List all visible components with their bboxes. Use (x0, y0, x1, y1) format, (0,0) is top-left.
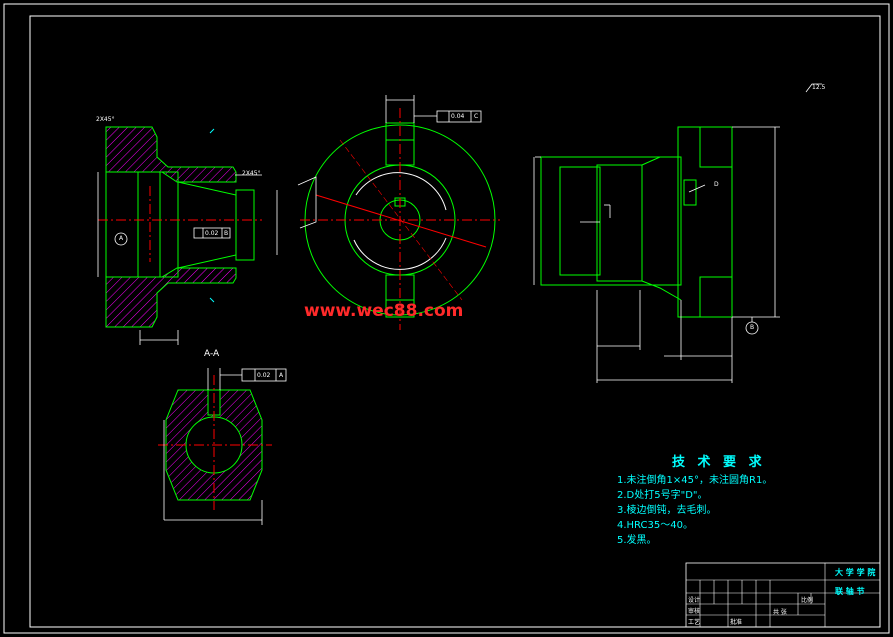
hub-body (105, 171, 179, 278)
title-block (685, 562, 881, 628)
school-name: 大 学 学 院 (835, 568, 876, 577)
roughness-symbol (805, 83, 822, 93)
outer-border (3, 3, 890, 634)
top-flange-hatch (105, 126, 237, 183)
tech-req-1: 1.未注倒角1×45°，未注圆角R1。 (617, 475, 773, 486)
tol-left-value: 0.02 (205, 230, 219, 237)
end-diag-center (315, 194, 487, 248)
tol-left-datum: B (224, 230, 229, 237)
section-aa-label: A-A (204, 349, 220, 359)
side-left-block (540, 156, 682, 286)
side-view (533, 126, 780, 383)
right-shoulder (235, 189, 255, 261)
approve-label: 批准 (730, 619, 743, 626)
chamfer-right-label: 2X45° (242, 170, 261, 177)
tol-section-datum: A (279, 372, 284, 379)
tol-top-datum: C (474, 113, 479, 120)
tech-req-5: 5.发黑。 (617, 535, 657, 546)
part-name: 联 轴 节 (835, 587, 865, 596)
chamfer-top-label: 2X45° (96, 116, 115, 123)
datum-b-label: B (750, 324, 755, 331)
datum-a-label: A (119, 235, 124, 242)
bottom-flange-hatch (105, 267, 237, 328)
tech-req-3: 3.棱边倒钝，去毛刺。 (617, 505, 717, 516)
tech-req-4: 4.HRC35～40。 (617, 520, 693, 531)
arc-groove (355, 172, 447, 211)
tech-requirements-title: 技 术 要 求 (672, 455, 766, 470)
process-label: 工艺 (688, 619, 701, 626)
side-middle (596, 164, 643, 282)
tol-frame-left (193, 227, 231, 239)
front-section-view (97, 126, 278, 345)
end-view (297, 95, 500, 330)
datum-a-circle (114, 232, 128, 246)
sheet-label: 共 张 (773, 609, 787, 616)
tol-frame-top (436, 110, 482, 123)
section-aa-view (158, 368, 287, 525)
roughness-value: 12.5 (812, 84, 826, 91)
check-label: 审核 (688, 608, 701, 615)
tol-top-value: 0.04 (451, 113, 465, 120)
side-left-inner (559, 166, 601, 276)
inner-border (29, 15, 881, 628)
scale-label: 比例 (801, 597, 814, 604)
datum-d-label: D (714, 181, 719, 188)
watermark: www.wec88.com (304, 301, 464, 321)
tol-section-value: 0.02 (257, 372, 271, 379)
taper-bore (177, 181, 237, 269)
side-right-block (677, 126, 733, 318)
design-label: 设计 (688, 597, 701, 604)
tech-req-2: 2.D处打5号字"D"。 (617, 490, 708, 501)
